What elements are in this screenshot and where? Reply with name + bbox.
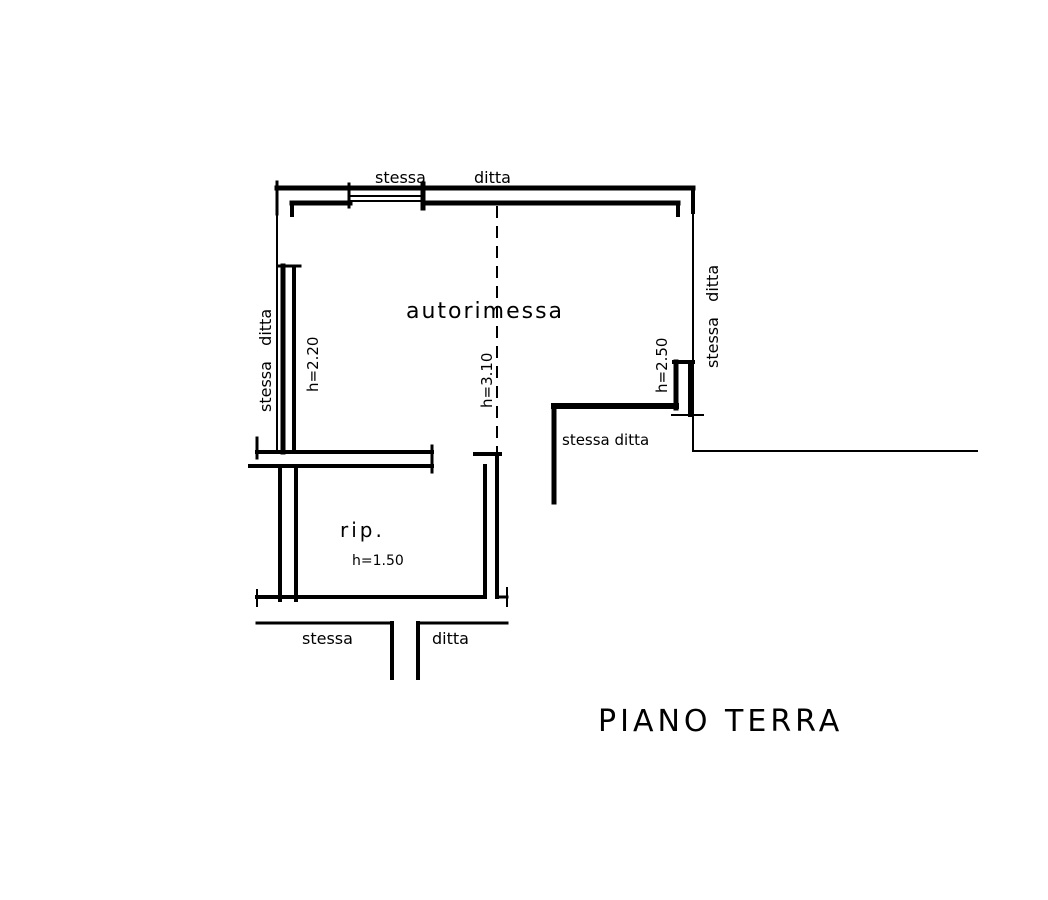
room-label-storage: rip. — [340, 518, 385, 542]
label-left-neighbour: stessa ditta — [256, 309, 275, 412]
height-right: h=2.50 — [653, 338, 671, 393]
label-right-neighbour: stessa ditta — [703, 265, 722, 368]
room-label-garage: autorimessa — [406, 299, 564, 324]
height-center: h=3.10 — [478, 353, 496, 408]
labels: stessa ditta autorimessa stessa ditta h=… — [256, 168, 843, 739]
label-top-ditta: ditta — [474, 168, 511, 187]
label-inner-neighbour: stessa ditta — [562, 431, 649, 449]
label-bottom-ditta: ditta — [432, 629, 469, 648]
storage-height: h=1.50 — [352, 553, 404, 569]
label-top-stessa: stessa — [375, 168, 426, 187]
label-bottom-stessa: stessa — [302, 629, 353, 648]
plan-title: PIANO TERRA — [598, 704, 843, 739]
walls — [248, 180, 978, 680]
height-left: h=2.20 — [304, 337, 322, 392]
